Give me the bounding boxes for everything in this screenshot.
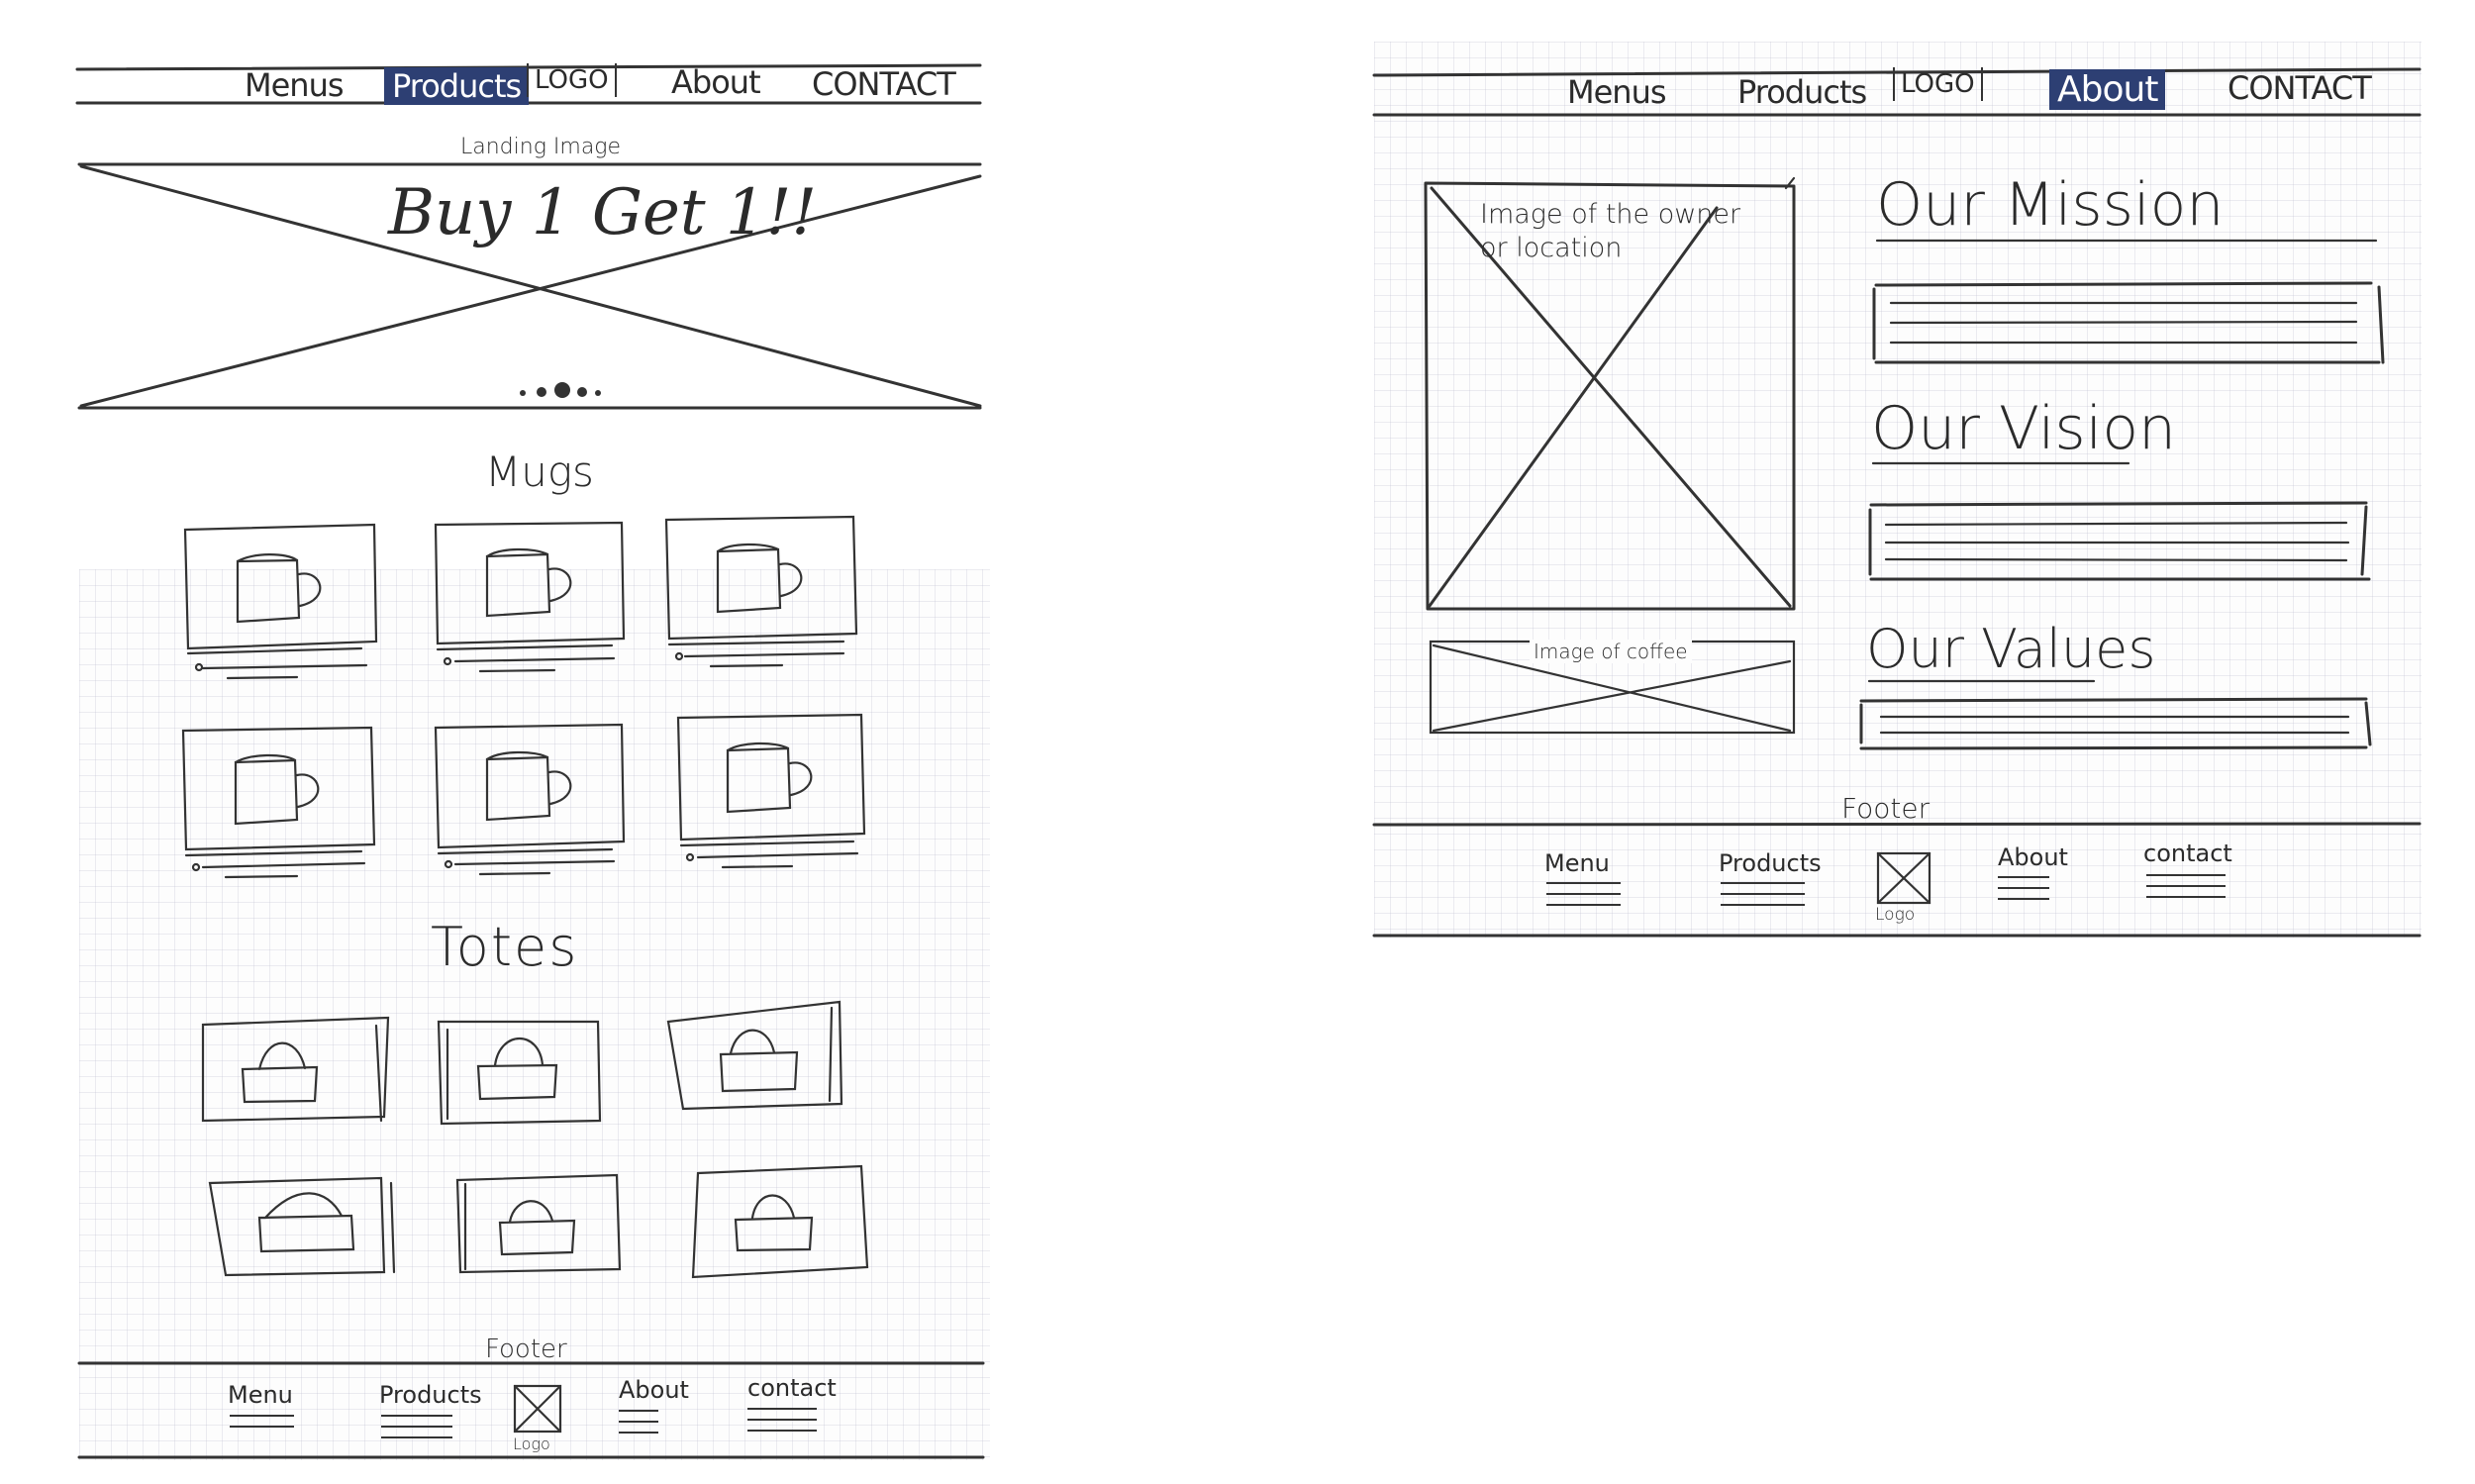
owner-image-placeholder[interactable] — [1424, 176, 1796, 611]
nav-menus[interactable]: Menus — [245, 66, 345, 104]
footer-logo-label: Logo — [1875, 905, 1916, 925]
footer-menu-link[interactable]: Menu — [1544, 849, 1610, 877]
nav-contact[interactable]: CONTACT — [812, 65, 956, 103]
banner-text: Buy 1 Get 1!! — [388, 176, 818, 249]
footer-menu-lines — [1546, 873, 1621, 906]
mug-card[interactable] — [676, 713, 866, 869]
coffee-image-label: Image of coffee — [1530, 640, 1692, 663]
mug-card[interactable] — [434, 723, 626, 876]
nav-about[interactable]: About — [671, 63, 761, 101]
footer-contact-lines — [2146, 865, 2226, 898]
tote-card[interactable] — [455, 1173, 622, 1274]
footer-contact-link[interactable]: contact — [2143, 840, 2232, 867]
footer-menu-lines — [230, 1406, 294, 1428]
footer-products-lines — [1721, 873, 1805, 906]
products-grid-background — [79, 569, 990, 1460]
mission-heading: Our Mission — [1876, 170, 2225, 240]
landing-image-label: Landing Image — [460, 135, 622, 159]
mug-card[interactable] — [183, 523, 378, 680]
footer-products-lines — [381, 1406, 452, 1438]
nav-logo[interactable]: LOGO — [1893, 67, 1983, 101]
values-heading: Our Values — [1866, 618, 2156, 680]
footer-label: Footer — [485, 1335, 567, 1364]
mugs-heading: Mugs — [485, 447, 594, 496]
footer-about-lines — [619, 1401, 658, 1434]
mug-card[interactable] — [181, 726, 376, 879]
nav-about[interactable]: About — [2049, 69, 2166, 110]
mug-card[interactable] — [434, 521, 626, 673]
mug-card[interactable] — [664, 515, 858, 668]
owner-image-label: Image of the owner or location — [1480, 199, 1741, 263]
footer-about-lines — [1998, 867, 2049, 900]
footer-about-link[interactable]: About — [619, 1376, 689, 1404]
footer-logo-placeholder[interactable] — [513, 1384, 562, 1434]
carousel-dots[interactable] — [520, 382, 601, 398]
nav-products[interactable]: Products — [1737, 73, 1867, 111]
nav-products[interactable]: Products — [384, 67, 530, 105]
nav-logo[interactable]: LOGO — [527, 63, 617, 97]
tote-card[interactable] — [208, 1176, 396, 1277]
nav-menus[interactable]: Menus — [1567, 73, 1667, 111]
footer-about-link[interactable]: About — [1998, 843, 2068, 871]
tote-card[interactable] — [201, 1016, 390, 1123]
tote-card[interactable] — [437, 1020, 602, 1126]
nav-contact[interactable]: CONTACT — [2228, 69, 2372, 107]
tote-card[interactable] — [666, 1000, 843, 1111]
footer-products-link[interactable]: Products — [379, 1381, 482, 1409]
tote-card[interactable] — [691, 1164, 869, 1279]
footer-label: Footer — [1841, 792, 1930, 825]
about-grid-background — [1374, 42, 2422, 938]
footer-logo-placeholder[interactable] — [1876, 851, 1931, 905]
vision-heading: Our Vision — [1871, 394, 2177, 463]
footer-logo-label: Logo — [513, 1435, 550, 1453]
footer-contact-lines — [747, 1399, 817, 1432]
totes-heading: Totes — [431, 916, 579, 978]
footer-products-link[interactable]: Products — [1719, 849, 1822, 877]
footer-contact-link[interactable]: contact — [747, 1374, 837, 1402]
footer-menu-link[interactable]: Menu — [228, 1381, 293, 1409]
